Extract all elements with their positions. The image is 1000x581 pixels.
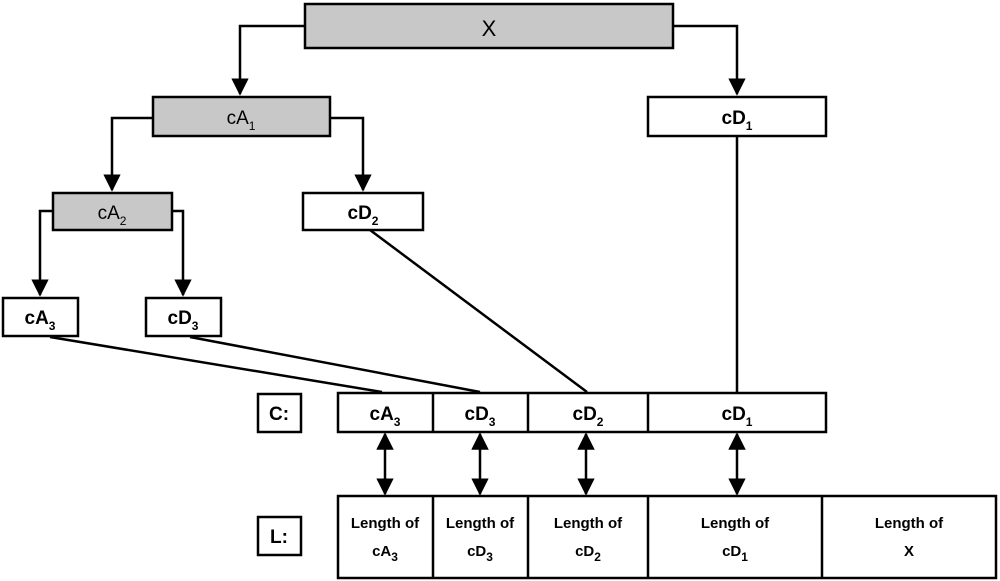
l-cell-cd1-line1: Length of (701, 515, 770, 532)
tree-connectors (31, 24, 746, 297)
node-cd1-label: cD1 (722, 108, 753, 133)
row-label-l-text: L: (270, 527, 288, 548)
node-cd2-label: cD2 (348, 203, 379, 228)
edge-ca2-cd3 (172, 209, 192, 297)
row-label-c: C: (256, 392, 303, 434)
node-ca2-label: cA2 (98, 203, 127, 228)
c-l-arrows (376, 432, 746, 496)
node-ca1: cA1 (151, 95, 332, 138)
edge-ca1-ca2 (103, 116, 153, 192)
l-cell-cd2-line2: cD2 (575, 543, 601, 564)
edge-x-cd1 (673, 24, 746, 96)
node-ca3-label: cA3 (25, 308, 56, 333)
row-label-l: L: (256, 515, 303, 557)
node-x-label: X (482, 16, 497, 41)
l-vector-frame (336, 494, 998, 580)
node-x: X (303, 2, 675, 50)
l-cell-cd2-line1: Length of (554, 515, 623, 532)
line-cd2-to-c (369, 228, 588, 394)
line-ca3-to-c (49, 335, 383, 394)
line-cd3-to-c (189, 335, 481, 394)
row-label-c-text: C: (269, 404, 289, 425)
c-vector-frame (336, 391, 828, 434)
edge-ca1-cd2 (330, 116, 372, 192)
node-cd3-label: cD3 (168, 308, 199, 333)
node-ca2: cA2 (51, 191, 174, 232)
l-cell-x-line2: X (904, 543, 914, 560)
l-cell-x-line1: Length of (875, 515, 944, 532)
node-ca3: cA3 (1, 296, 80, 338)
edge-x-ca1 (231, 24, 305, 96)
l-cell-ca3-line1: Length of (351, 515, 420, 532)
node-cd2: cD2 (301, 191, 425, 232)
c-cell-ca3: cA3 (370, 404, 401, 429)
c-cell-cd2: cD2 (573, 404, 604, 429)
edge-ca2-ca3 (31, 209, 53, 297)
mapping-lines (49, 136, 739, 394)
l-cell-ca3-line2: cA3 (372, 543, 398, 564)
l-cell-cd3-line1: Length of (446, 515, 515, 532)
node-cd1: cD1 (646, 95, 828, 138)
l-vector: Length of cA3 Length of cD3 Length of cD… (336, 494, 998, 580)
node-cd3: cD3 (144, 296, 223, 338)
c-cell-cd3: cD3 (465, 404, 496, 429)
node-ca1-label: cA1 (227, 108, 256, 133)
c-vector: cA3 cD3 cD2 cD1 (336, 391, 828, 434)
c-cell-cd1: cD1 (722, 404, 753, 429)
l-cell-cd1-line2: cD1 (722, 543, 748, 564)
l-cell-cd3-line2: cD3 (467, 543, 493, 564)
